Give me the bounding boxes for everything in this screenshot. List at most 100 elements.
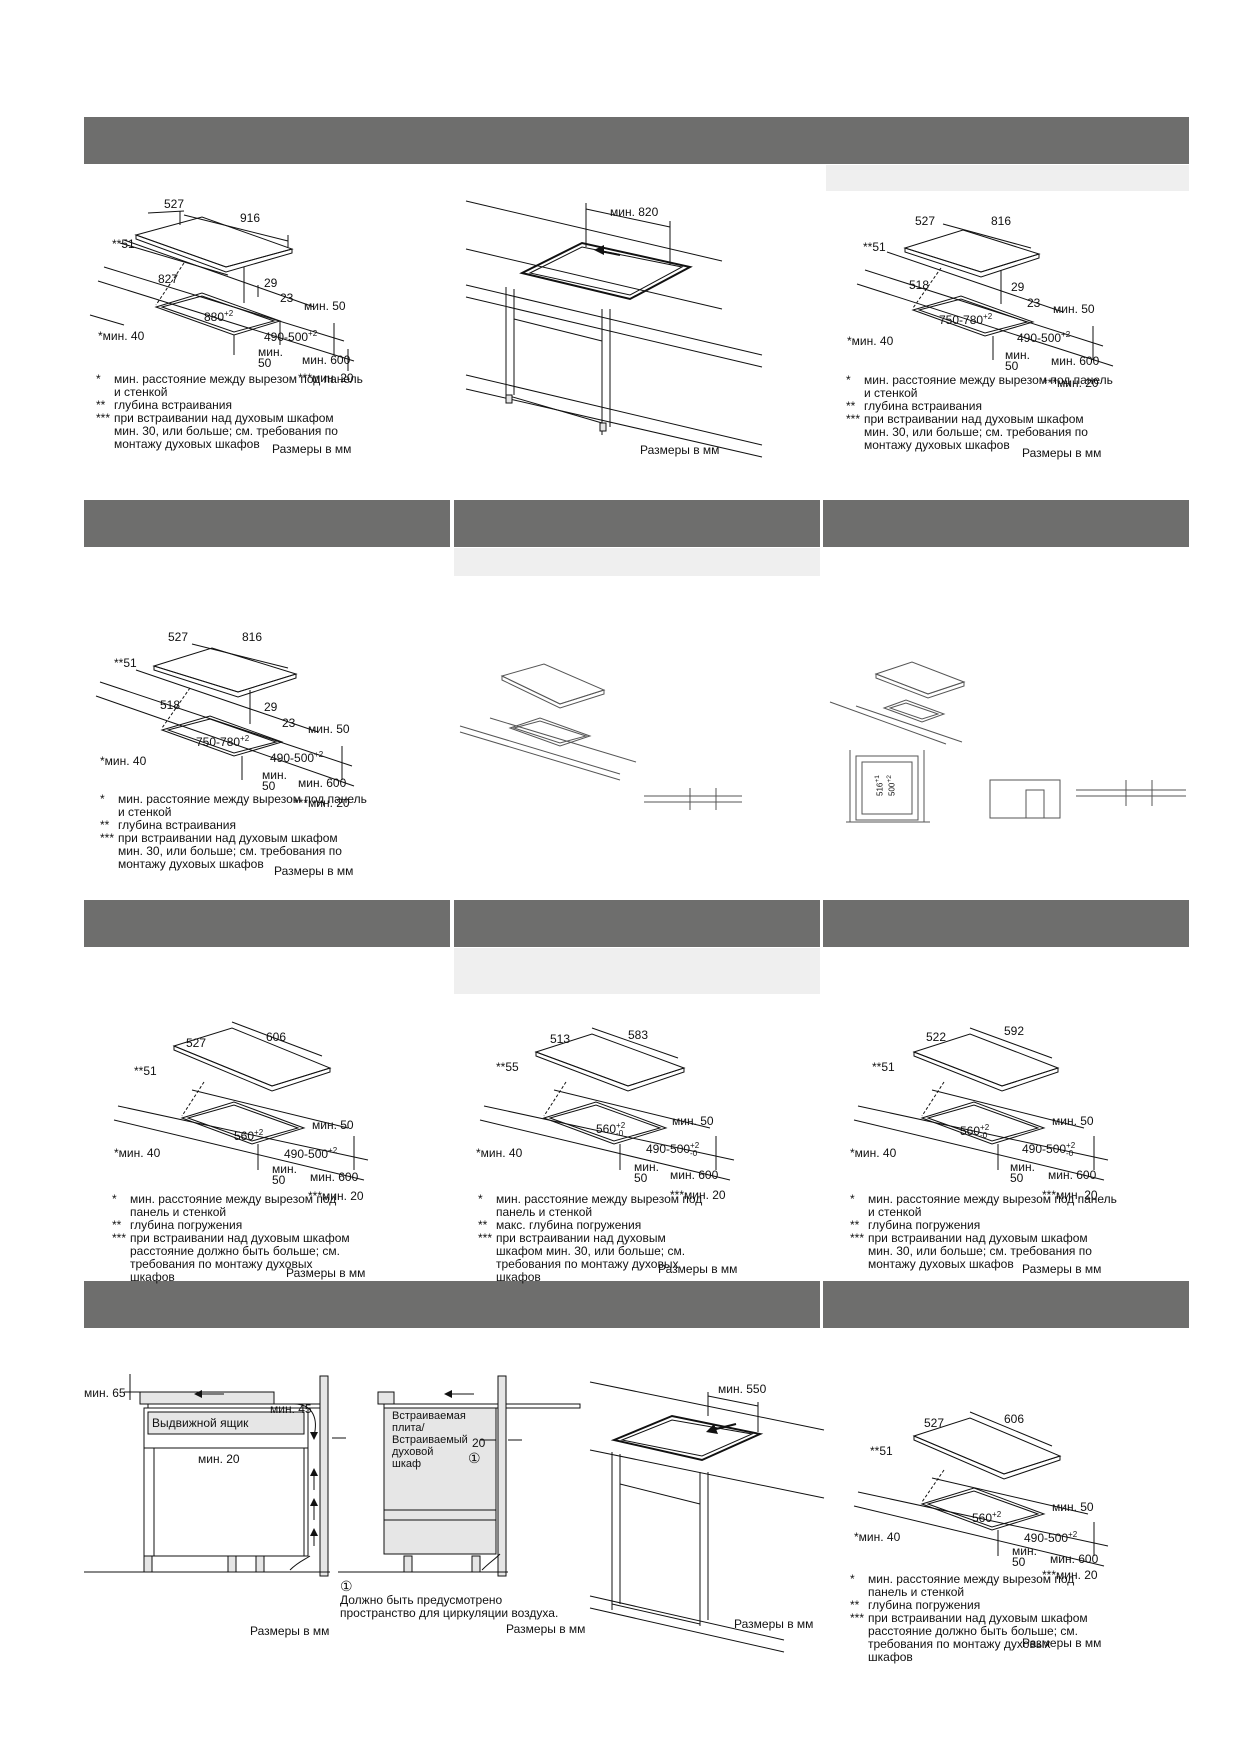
dim-min-20: ***мин. 20 <box>294 796 350 810</box>
notes-3: *мин. расстояние между вырезом под панел… <box>846 373 1113 452</box>
notes-1: *мин. расстояние между вырезом под панел… <box>96 372 363 451</box>
air-note: ① Должно быть предусмотрено пространство… <box>340 1579 620 1620</box>
dim-min-50-bottom: мин.50 <box>262 768 287 793</box>
hob-816-a-drawing <box>856 223 1114 367</box>
section-bar-4b <box>823 1281 1189 1328</box>
dim-500: 500+2 <box>886 775 897 796</box>
circle-marker: ① <box>468 1450 481 1466</box>
dim-490-500: 490-500+2 <box>284 1146 338 1161</box>
diagram-hob-816-b: 527 816 **51 518 29 23 мин. 50 750-780+2… <box>92 620 382 820</box>
dim-min-50-bottom: мин.50 <box>1010 1160 1035 1185</box>
dim-606: 606 <box>1004 1412 1025 1426</box>
dim-min-600: мин. 600 <box>1051 354 1100 368</box>
dim-depth-51: **51 <box>114 656 137 670</box>
dim-min-50-bottom: мин.50 <box>1005 348 1030 373</box>
dim-min-20: ***мин. 20 <box>1042 1568 1098 1582</box>
cabinet-820-drawing <box>465 200 763 458</box>
dim-29: 29 <box>264 700 278 714</box>
dim-583: 583 <box>628 1028 649 1042</box>
dim-527: 527 <box>164 197 185 211</box>
dim-490-500: 490-500+2-0 <box>646 1141 700 1158</box>
dim-min-40: *мин. 40 <box>850 1146 897 1160</box>
dim-min-600: мин. 600 <box>670 1168 719 1182</box>
dim-min-50-bottom: мин.50 <box>634 1160 659 1185</box>
notes-7: *мин. расстояние между вырезом под панел… <box>112 1192 350 1284</box>
hob-816-b-drawing <box>95 643 355 787</box>
section-subbar-1 <box>826 165 1189 191</box>
dim-cut-750-780: 750-780+2 <box>939 312 993 327</box>
hob-583-drawing <box>479 1027 735 1181</box>
units-11: Размеры в мм <box>1022 1636 1102 1650</box>
dim-min-50-right: мин. 50 <box>1052 1500 1094 1514</box>
dim-min-20: мин. 20 <box>198 1452 240 1466</box>
dim-min-50-right: мин. 50 <box>312 1118 354 1132</box>
dim-827: 827 <box>158 272 179 286</box>
circle-marker-note: ① <box>340 1578 353 1594</box>
dim-min-50-right: мин. 50 <box>304 299 346 313</box>
dim-min-40: *мин. 40 <box>98 329 145 343</box>
dim-29: 29 <box>264 276 278 290</box>
dim-23: 23 <box>1027 296 1041 310</box>
dim-min-50-right: мин. 50 <box>1053 302 1095 316</box>
dim-min-50-right: мин. 50 <box>1052 1114 1094 1128</box>
dim-min-40: *мин. 40 <box>476 1146 523 1160</box>
section-bar-4a <box>84 1281 820 1328</box>
installation-drawing <box>84 1374 825 1653</box>
diagram-hob-606-a: 527 606 **51 мин. 50 560+2 *мин. 40 490-… <box>108 1010 398 1190</box>
dim-min-65: мин. 65 <box>84 1386 126 1400</box>
dim-cut-560: 560+2-0 <box>960 1123 990 1140</box>
dim-depth-51: **51 <box>134 1064 157 1078</box>
dim-518: 518 <box>909 278 930 292</box>
dim-min-40: *мин. 40 <box>100 754 147 768</box>
notes-8: *мин. расстояние между вырезом под панел… <box>478 1192 703 1284</box>
dim-cut-560: 560+2 <box>234 1128 264 1143</box>
dim-min-600: мин. 600 <box>302 353 351 367</box>
units-3: Размеры в мм <box>1022 446 1102 460</box>
dim-cut-560: 560+2 <box>972 1510 1002 1525</box>
dim-min-50-bottom: мин.50 <box>1012 1544 1037 1569</box>
dim-23: 23 <box>280 291 294 305</box>
dim-min-50-right: мин. 50 <box>308 722 350 736</box>
diagram-schematic-c: 516+1 500+2 <box>826 650 1188 825</box>
dim-cut-750-780: 750-780+2 <box>196 734 250 749</box>
schematic-b-drawing <box>459 663 742 810</box>
units-10b: Размеры в мм <box>506 1622 586 1636</box>
dim-min-600: мин. 600 <box>1048 1168 1097 1182</box>
section-bar-3c <box>823 900 1189 947</box>
units-4: Размеры в мм <box>274 864 354 878</box>
dim-depth-51: **51 <box>863 240 886 254</box>
dim-527: 527 <box>924 1416 945 1430</box>
dim-916: 916 <box>240 211 261 225</box>
dim-min-20: ***мин. 20 <box>1043 376 1099 390</box>
diagram-installation: мин. 65 мин. 45 Выдвижной ящик мин. 20 В… <box>84 1360 825 1653</box>
dim-min-600: мин. 600 <box>298 776 347 790</box>
dim-592: 592 <box>1004 1024 1025 1038</box>
drawer-label: Выдвижной ящик <box>152 1416 249 1430</box>
dim-min-40: *мин. 40 <box>854 1530 901 1544</box>
dim-min-20: ***мин. 20 <box>308 1189 364 1203</box>
dim-min-20: ***мин. 20 <box>670 1188 726 1202</box>
section-subbar-3b <box>454 948 820 994</box>
section-subbar-2b <box>454 548 820 576</box>
dim-490-500: 490-500+2-0 <box>1022 1141 1076 1158</box>
diagram-schematic-b <box>459 650 760 810</box>
diagram-hob-916: 527 916 **51 827 29 23 мин. 50 880+2 *ми… <box>84 195 374 465</box>
section-bar-3b <box>454 900 820 947</box>
units-8: Размеры в мм <box>658 1262 738 1276</box>
units-1: Размеры в мм <box>272 442 352 456</box>
dim-527: 527 <box>915 214 936 228</box>
dim-490-500: 490-500+2 <box>1017 330 1071 345</box>
dim-606: 606 <box>266 1030 287 1044</box>
dim-min-600: мин. 600 <box>310 1170 359 1184</box>
hob-606-b-drawing <box>853 1411 1109 1567</box>
dim-cut-880: 880+2 <box>204 309 234 324</box>
dim-depth-51: **51 <box>112 237 135 251</box>
diagram-hob-606-b: 527 606 **51 мин. 50 560+2 *мин. 40 490-… <box>848 1400 1138 1580</box>
dim-depth-55: **55 <box>496 1060 519 1074</box>
dim-min-50-bottom: мин.50 <box>272 1162 297 1187</box>
dim-490-500: 490-500+2 <box>1024 1530 1078 1545</box>
diagram-cabinet-820: мин. 820 Размеры в мм <box>462 195 792 458</box>
units-10c: Размеры в мм <box>734 1617 814 1631</box>
dim-min-45: мин. 45 <box>270 1402 312 1416</box>
